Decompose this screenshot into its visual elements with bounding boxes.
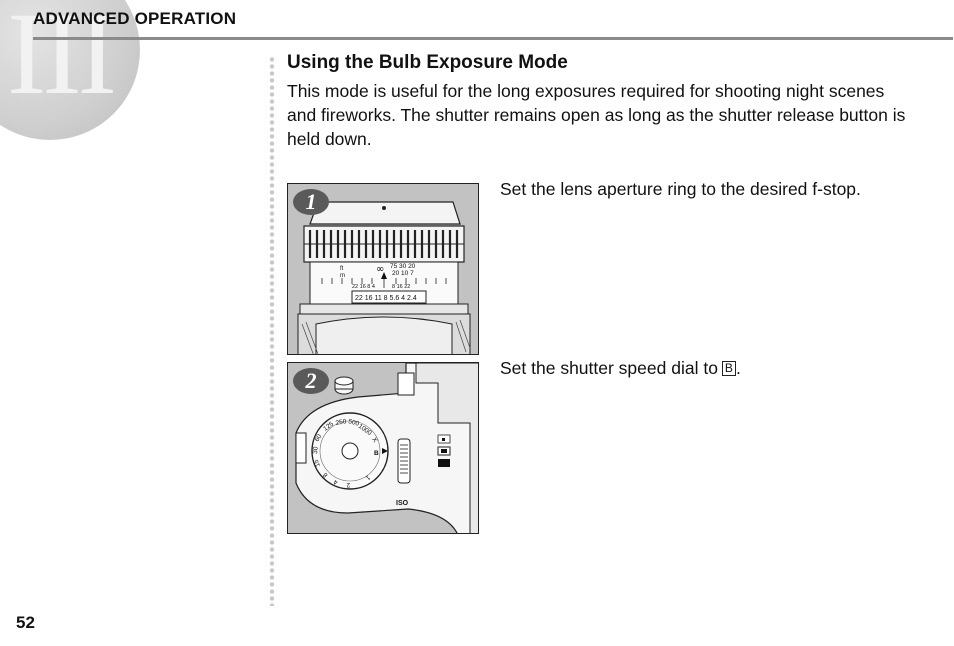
- camera-top-drawing: 1000 500 250 125 60 30 15 8 4 2 1 B X: [288, 363, 478, 533]
- dof-scale-left: 22 16 8 4: [352, 284, 375, 290]
- dial-mark-2: 2: [346, 481, 351, 488]
- dial-mark-8: 8: [322, 471, 330, 479]
- page-title: Using the Bulb Exposure Mode: [287, 52, 568, 73]
- dial-mark-15: 15: [313, 458, 322, 468]
- lens-aperture-illustration: 1 ft m ∞ 75 30 20 20 10 7: [287, 183, 479, 355]
- infinity-mark: ∞: [376, 264, 384, 275]
- step-2-period: .: [735, 358, 741, 378]
- m-label: m: [340, 273, 345, 279]
- step-2-badge: 2: [293, 368, 329, 394]
- step-1-instruction: Set the lens aperture ring to the desire…: [500, 179, 861, 199]
- shutter-dial-illustration: 2 1000 500 250 125 60 30 15 8 4 2 1 B: [287, 362, 479, 534]
- dial-mark-1: 1: [364, 473, 372, 481]
- step-1-badge: 1: [293, 189, 329, 215]
- chapter-numeral: III: [7, 0, 117, 119]
- iso-label: ISO: [396, 500, 409, 507]
- section-header: ADVANCED OPERATION: [33, 9, 237, 28]
- dial-mark-250: 250: [335, 418, 347, 427]
- intro-paragraph: This mode is useful for the long exposur…: [287, 81, 906, 149]
- header-divider: [33, 37, 953, 40]
- dial-mark-500: 500: [347, 418, 360, 428]
- dial-mark-x: X: [370, 437, 379, 445]
- dial-mark-b: B: [374, 450, 379, 457]
- dof-scale-right: 8 16 22: [392, 284, 410, 290]
- page-number: 52: [16, 613, 35, 632]
- distance-scale-m: 20 10 7: [392, 270, 414, 277]
- dial-mark-30: 30: [312, 446, 320, 454]
- bulb-b-symbol: B: [721, 361, 736, 376]
- aperture-scale: 22 16 11 8 5.6 4 2.4: [355, 295, 417, 302]
- step-2-text: Set the shutter speed dial to: [500, 358, 718, 378]
- dotted-margin-rule: [269, 56, 275, 606]
- dial-mark-4: 4: [333, 478, 339, 486]
- ft-label: ft: [340, 266, 344, 272]
- dial-mark-60: 60: [314, 433, 324, 443]
- distance-scale-ft: 75 30 20: [390, 263, 416, 270]
